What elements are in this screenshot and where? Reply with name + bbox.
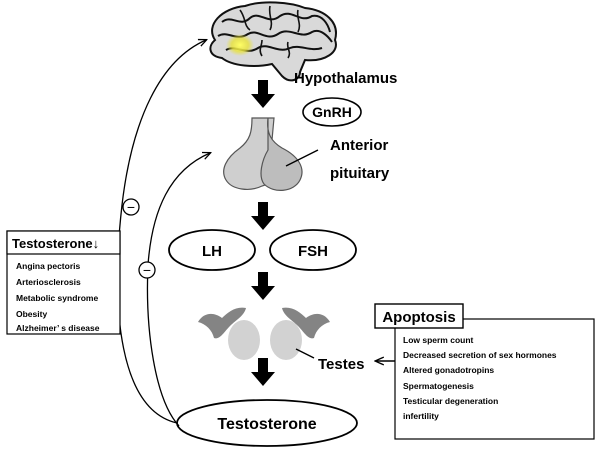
gnrh-ellipse	[302, 97, 362, 127]
list-item: Altered gonadotropins	[403, 365, 494, 375]
brain-icon	[209, 1, 337, 82]
fsh-ellipse	[269, 229, 357, 271]
lh-label: LH	[202, 243, 222, 260]
svg-text:−: −	[127, 199, 135, 215]
svg-text:−: −	[143, 262, 151, 278]
list-item: Alzheimer’ s disease	[16, 323, 100, 333]
testosterone-label: Testosterone	[217, 416, 316, 433]
list-item: Angina pectoris	[16, 261, 81, 271]
inhibition-icon: −	[138, 261, 156, 279]
inhibition-icon: −	[122, 198, 140, 216]
list-item: Spermatogenesis	[403, 381, 474, 391]
anterior-label: Anterior	[330, 137, 389, 154]
list-item: Decreased secretion of sex hormones	[403, 350, 557, 360]
pituitary-label: pituitary	[330, 165, 390, 182]
list-item: infertility	[403, 411, 439, 421]
pituitary-icon	[223, 117, 319, 191]
list-item: Arteriosclerosis	[16, 277, 81, 287]
testosterone-low-box: Testosterone↓ Angina pectoris Arterioscl…	[6, 230, 121, 335]
apoptosis-title: Apoptosis	[382, 309, 455, 326]
lh-ellipse	[168, 229, 256, 271]
arrow-down-icon	[251, 80, 275, 108]
hypothalamus-label: Hypothalamus	[294, 70, 397, 87]
list-item: Obesity	[16, 309, 47, 319]
testes-label: Testes	[318, 356, 364, 373]
gnrh-label: GnRH	[312, 104, 352, 120]
arrow-down-icon	[251, 358, 275, 386]
arrow-down-icon	[251, 272, 275, 300]
feedback-to-hypothalamus	[116, 40, 206, 424]
feedback-to-pituitary	[146, 153, 210, 427]
fsh-label: FSH	[298, 243, 328, 260]
testosterone-low-title: Testosterone↓	[12, 236, 99, 251]
arrow-down-icon	[251, 202, 275, 230]
list-item: Testicular degeneration	[403, 396, 498, 406]
apoptosis-box: Apoptosis Low sperm count Decreased secr…	[374, 303, 595, 440]
list-item: Low sperm count	[403, 335, 474, 345]
testes-icon	[198, 307, 330, 360]
list-item: Metabolic syndrome	[16, 293, 98, 303]
